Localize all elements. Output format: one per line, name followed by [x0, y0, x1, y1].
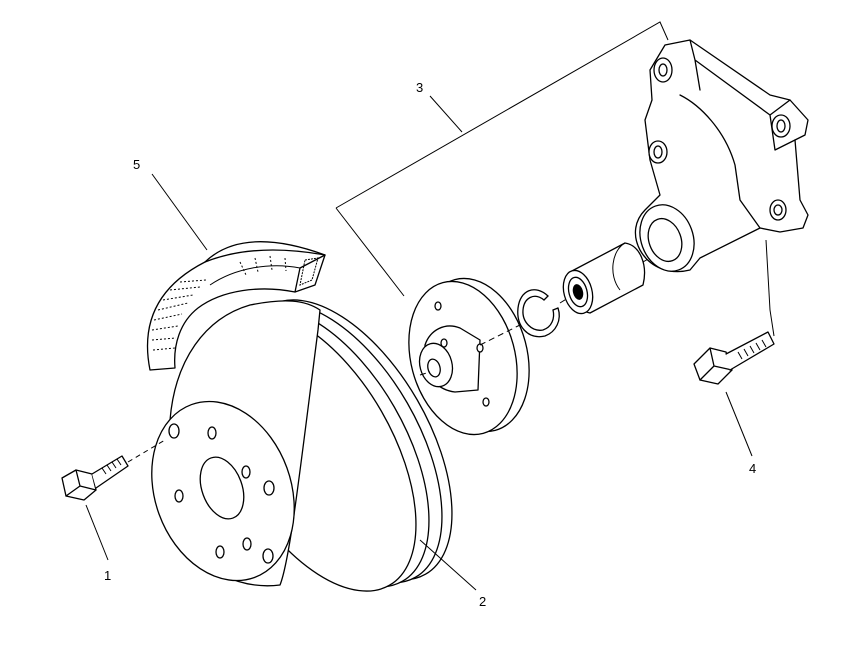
belt-segment — [146, 241, 326, 371]
circlip — [517, 289, 560, 338]
bracket-3 — [335, 21, 669, 297]
callout-1: 1 — [104, 568, 111, 583]
pulley-bolt — [61, 439, 166, 501]
housing-bolt — [693, 239, 775, 385]
water-pump-assembly — [408, 39, 809, 436]
pump-housing — [634, 39, 809, 273]
callout-5: 5 — [133, 157, 140, 172]
callout-2: 2 — [479, 594, 486, 609]
bearing — [562, 242, 646, 315]
leader-5 — [151, 173, 208, 251]
pulley — [151, 299, 453, 592]
callout-3: 3 — [416, 80, 423, 95]
leader-2 — [419, 539, 477, 591]
callout-4: 4 — [749, 461, 756, 476]
leader-3 — [429, 95, 463, 133]
leader-1 — [85, 504, 109, 561]
leader-4 — [725, 391, 753, 457]
flange-hub — [408, 277, 530, 436]
